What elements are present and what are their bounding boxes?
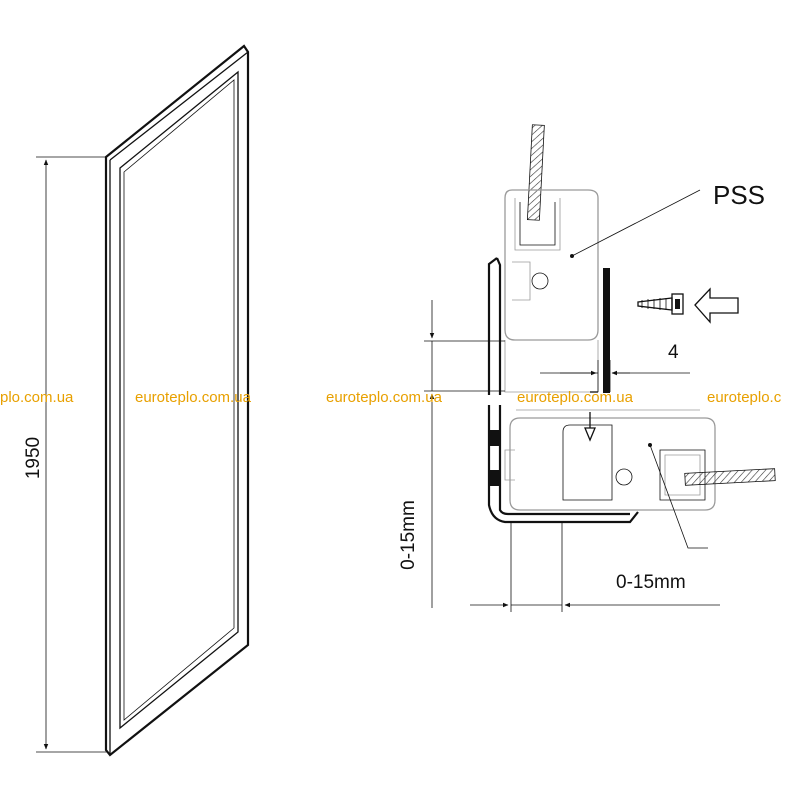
height-dimension: 1950 xyxy=(23,156,108,753)
gap-label: 4 xyxy=(668,342,679,363)
upper-glass xyxy=(526,124,545,221)
screw xyxy=(637,293,684,315)
horizontal-adjust-label: 0-15mm xyxy=(616,572,686,593)
panel-frame-outer xyxy=(104,44,250,757)
vertical-adjust-label: 0-15mm xyxy=(398,500,419,570)
shower-panel xyxy=(104,44,250,757)
watermark-text: euroteplo.com.ua xyxy=(517,389,634,406)
panel-frame-inner xyxy=(119,70,239,730)
seal-strip xyxy=(603,268,610,393)
watermark-band: plo.com.ua euroteplo.com.ua euroteplo.co… xyxy=(0,389,782,406)
lower-profile xyxy=(509,417,716,511)
profile-label: PSS xyxy=(713,180,765,210)
gap-dimension: 4 xyxy=(540,342,690,392)
upper-profile xyxy=(504,189,599,341)
watermark-text: plo.com.ua xyxy=(0,389,74,406)
horizontal-adjust-dimension: 0-15mm xyxy=(470,522,720,612)
vertical-adjust-dimension: 0-15mm xyxy=(398,300,505,608)
watermark-text: euroteplo.com.ua xyxy=(326,389,443,406)
insert-arrow xyxy=(694,287,739,324)
lower-glass xyxy=(684,468,776,486)
profile-detail: PSS 4 xyxy=(398,124,776,612)
watermark-text: euroteplo.c xyxy=(707,389,782,406)
wall-bracket xyxy=(487,257,498,395)
watermark-text: euroteplo.com.ua xyxy=(135,389,252,406)
panel-height-label: 1950 xyxy=(23,437,44,479)
